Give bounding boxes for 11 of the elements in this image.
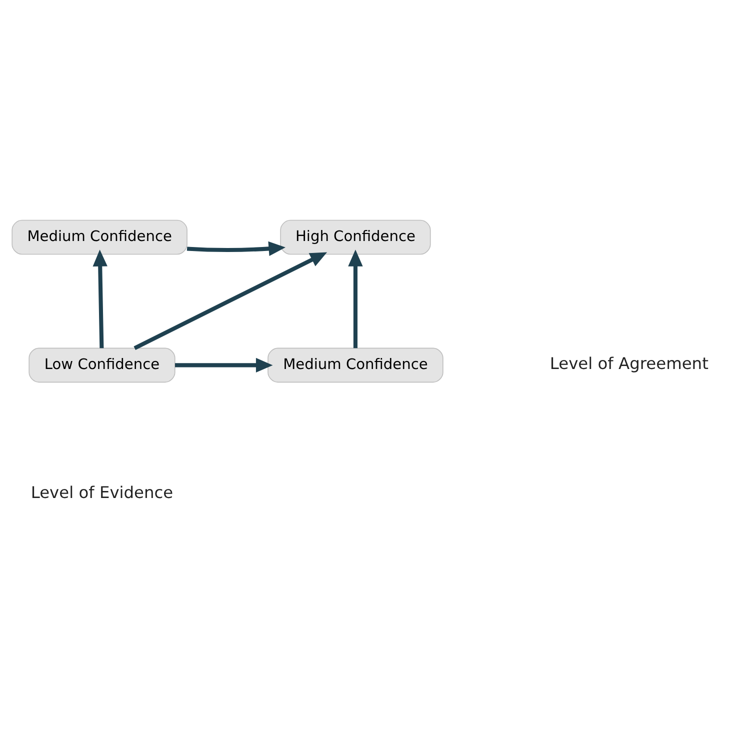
arrow [348,249,363,348]
node-box: Medium Confidence [12,219,188,254]
node-box: Medium Confidence [268,347,444,382]
node-box: High Confidence [280,219,431,254]
arrow [186,240,286,256]
node-box: Low Confidence [28,347,176,382]
arrow [175,357,273,372]
arrow [134,252,328,350]
arrow [92,249,108,348]
label: Level of Agreement [550,354,708,373]
label: Level of Evidence [30,482,174,502]
